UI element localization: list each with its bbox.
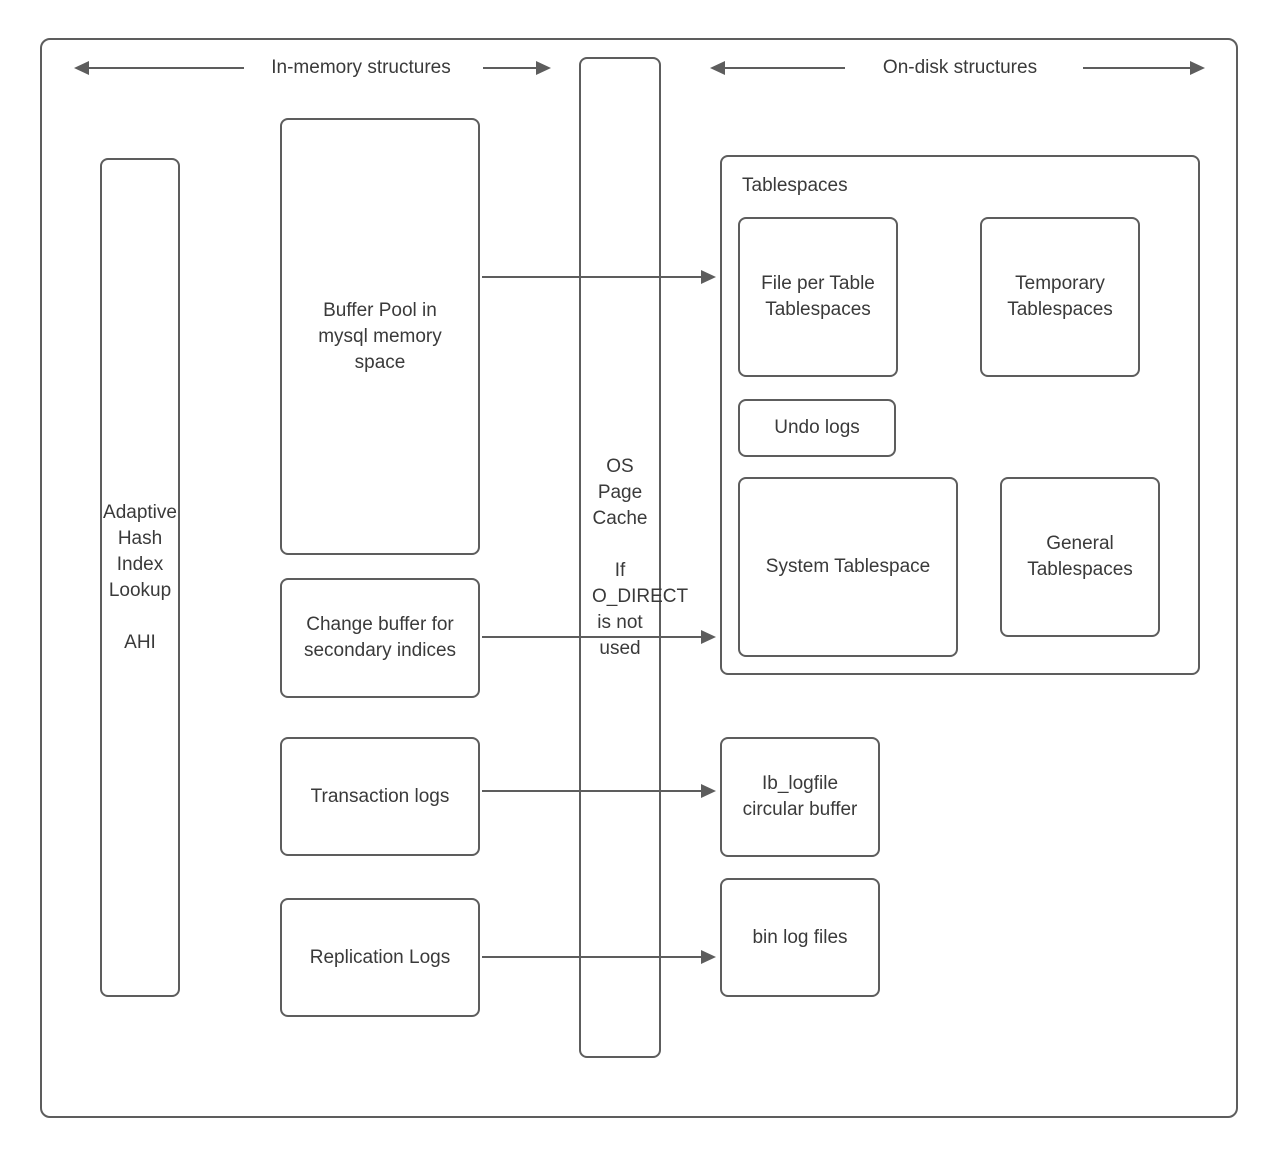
arrow-change-buffer-to-tablespaces-head-icon: [701, 630, 716, 644]
in-memory-right-arrowhead-icon: [536, 61, 551, 75]
buffer-pool-label: Buffer Pool in mysql memory space: [318, 299, 442, 373]
general-tablespaces-box: General Tablespaces: [1000, 477, 1160, 637]
on-disk-left-arrowhead-icon: [710, 61, 725, 75]
general-tablespaces-label: General Tablespaces: [1027, 533, 1133, 580]
undo-logs-box: Undo logs: [738, 399, 896, 457]
arrow-replication-logs-to-bin-log-line: [482, 956, 702, 958]
arrow-buffer-pool-to-tablespaces-line: [482, 276, 702, 278]
transaction-logs-label: Transaction logs: [310, 785, 450, 807]
temporary-tablespaces-label: Temporary Tablespaces: [1007, 273, 1113, 320]
file-per-table-tablespaces-box: File per Table Tablespaces: [738, 217, 898, 377]
replication-logs-box: Replication Logs: [280, 898, 480, 1017]
on-disk-left-arrow-line: [724, 67, 845, 69]
arrow-change-buffer-to-tablespaces-line: [482, 636, 702, 638]
on-disk-structures-label: On-disk structures: [882, 57, 1038, 78]
arrow-replication-logs-to-bin-log-head-icon: [701, 950, 716, 964]
on-disk-right-arrowhead-icon: [1190, 61, 1205, 75]
system-tablespace-label: System Tablespace: [765, 556, 931, 577]
buffer-pool-box: Buffer Pool in mysql memory space: [280, 118, 480, 555]
in-memory-left-arrowhead-icon: [74, 61, 89, 75]
bin-log-files-box: bin log files: [720, 878, 880, 997]
in-memory-right-arrow-line: [483, 67, 537, 69]
os-page-cache-box: OS Page Cache If O_DIRECT is not used: [579, 57, 689, 1058]
ahi-abbrev-label: AHI: [124, 631, 156, 653]
on-disk-right-arrow-line: [1083, 67, 1191, 69]
bin-log-files-label: bin log files: [752, 926, 848, 948]
replication-logs-label: Replication Logs: [309, 946, 451, 968]
os-page-cache-condition-label: If O_DIRECT is not used: [592, 559, 689, 659]
temporary-tablespaces-box: Temporary Tablespaces: [980, 217, 1140, 377]
arrow-transaction-logs-to-ib-logfile-head-icon: [701, 784, 716, 798]
system-tablespace-box: System Tablespace: [738, 477, 958, 657]
file-per-table-tablespaces-label: File per Table Tablespaces: [761, 273, 875, 320]
tablespaces-title: Tablespaces: [742, 175, 848, 196]
ib-logfile-label: Ib_logfile circular buffer: [742, 773, 858, 820]
in-memory-left-arrow-line: [88, 67, 244, 69]
change-buffer-box: Change buffer for secondary indices: [280, 578, 480, 698]
in-memory-structures-label: In-memory structures: [271, 57, 451, 78]
transaction-logs-box: Transaction logs: [280, 737, 480, 856]
arrow-transaction-logs-to-ib-logfile-line: [482, 790, 702, 792]
ib-logfile-box: Ib_logfile circular buffer: [720, 737, 880, 857]
undo-logs-label: Undo logs: [774, 417, 860, 438]
os-page-cache-label: OS Page Cache: [592, 455, 648, 529]
arrow-buffer-pool-to-tablespaces-head-icon: [701, 270, 716, 284]
change-buffer-label: Change buffer for secondary indices: [303, 614, 457, 661]
adaptive-hash-index-label: Adaptive Hash Index Lookup: [103, 501, 177, 601]
adaptive-hash-index-box: Adaptive Hash Index Lookup AHI: [100, 158, 180, 997]
